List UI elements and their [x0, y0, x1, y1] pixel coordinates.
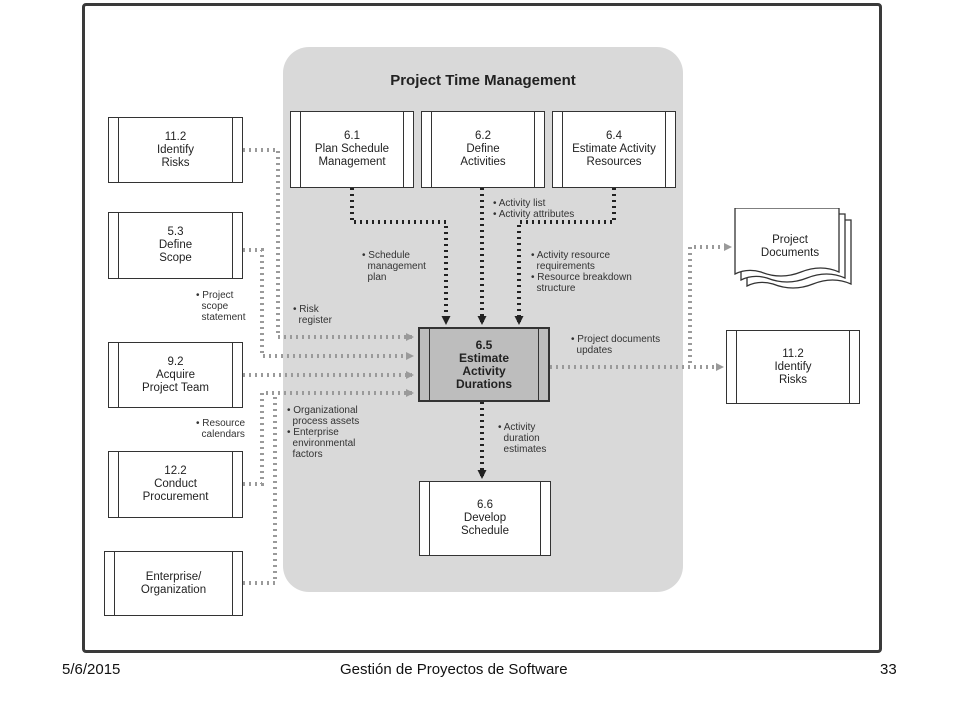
process-9-2-acquire-project-team[interactable]: 9.2 Acquire Project Team	[108, 342, 243, 408]
panel-title: Project Time Management	[390, 72, 576, 89]
flow-6-5-to-documents	[550, 243, 732, 369]
label-project-documents-updates: • Project documents updates	[571, 334, 661, 356]
flow-scope-to-6-5	[243, 248, 414, 360]
process-6-2-define-activities[interactable]: 6.2 Define Activities	[421, 111, 545, 188]
process-6-6-develop-schedule[interactable]: 6.6 Develop Schedule	[419, 481, 551, 556]
project-documents-label: Project Documents	[760, 234, 820, 259]
footer-title: Gestión de Proyectos de Software	[340, 661, 568, 678]
process-6-5-estimate-activity-durations[interactable]: 6.5 Estimate Activity Durations	[418, 327, 550, 402]
process-5-3-define-scope[interactable]: 5.3 Define Scope	[108, 212, 243, 279]
footer-page-number: 33	[880, 661, 897, 678]
enterprise-organization[interactable]: Enterprise/ Organization	[104, 551, 243, 616]
label-schedule-management-plan: • Schedule management plan	[362, 250, 426, 283]
label-activity-resource-requirements: • Activity resource requirements • Resou…	[531, 250, 632, 294]
label-org-process-assets: • Organizational process assets • Enterp…	[287, 405, 360, 460]
project-documents-icon[interactable]	[733, 208, 853, 298]
process-6-4-estimate-activity-resources[interactable]: 6.4 Estimate Activity Resources	[552, 111, 676, 188]
process-12-2-conduct-procurement[interactable]: 12.2 Conduct Procurement	[108, 451, 243, 518]
footer-date: 5/6/2015	[62, 661, 121, 678]
label-activity-duration-estimates: • Activity duration estimates	[498, 422, 547, 455]
flow-enterprise-to-6-5	[243, 393, 277, 585]
process-6-1-plan-schedule-management[interactable]: 6.1 Plan Schedule Management	[290, 111, 414, 188]
process-11-2-identify-risks-input[interactable]: 11.2 Identify Risks	[108, 117, 243, 183]
label-risk-register: • Risk register	[293, 304, 332, 326]
process-11-2-identify-risks-output[interactable]: 11.2 Identify Risks	[726, 330, 860, 404]
label-activity-list-attributes: • Activity list • Activity attributes	[493, 198, 575, 220]
label-project-scope-statement: • Project scope statement	[196, 290, 246, 323]
flow-risks-to-6-5	[243, 148, 414, 341]
label-resource-calendars: • Resource calendars	[196, 418, 246, 440]
